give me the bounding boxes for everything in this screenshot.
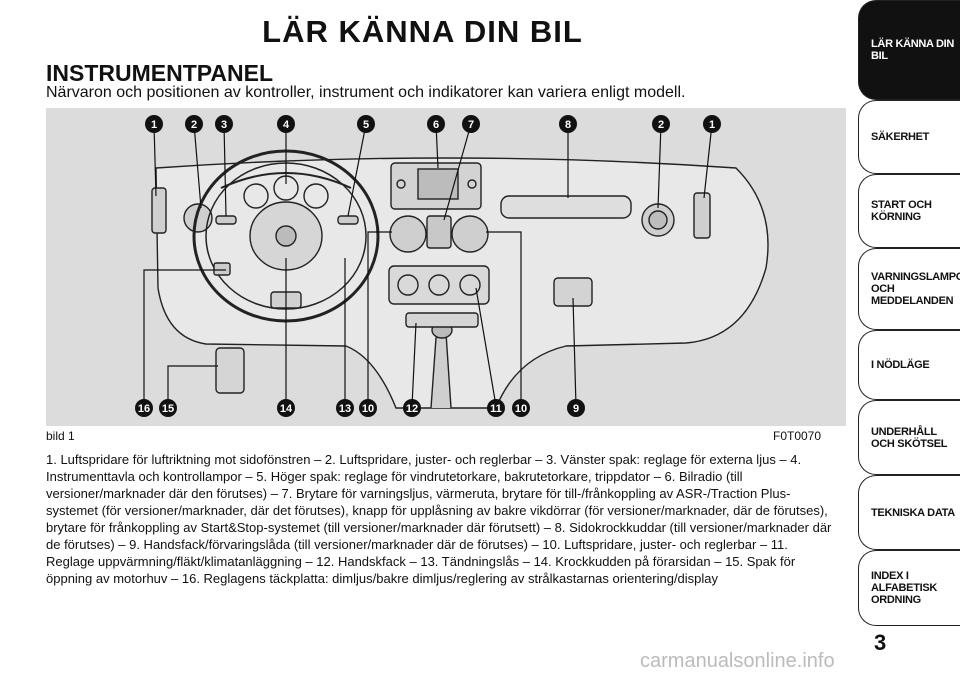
callout-6: 6 <box>427 115 445 133</box>
callout-8: 8 <box>559 115 577 133</box>
watermark: carmanualsonline.info <box>640 650 835 672</box>
svg-text:2: 2 <box>191 119 197 131</box>
page-number: 3 <box>874 630 887 655</box>
tab-underhall-och-skotsel[interactable]: UNDERHÅLL OCH SKÖTSEL <box>858 400 960 475</box>
callout-2-right: 2 <box>652 115 670 133</box>
svg-text:12: 12 <box>406 403 418 415</box>
svg-text:8: 8 <box>565 119 571 131</box>
svg-text:5: 5 <box>363 119 369 131</box>
tab-tekniska-data[interactable]: TEKNISKA DATA <box>858 475 960 550</box>
svg-text:9: 9 <box>573 403 579 415</box>
svg-text:4: 4 <box>283 119 290 131</box>
callout-9: 9 <box>567 399 585 417</box>
dashboard-figure: 1 2 3 4 5 6 7 8 2 1 16 15 14 13 10 12 11… <box>46 108 846 426</box>
chapter-sidebar: LÄR KÄNNA DIN BIL SÄKERHET START OCH KÖR… <box>858 0 960 678</box>
dashboard-illustration: 1 2 3 4 5 6 7 8 2 1 16 15 14 13 10 12 11… <box>135 115 769 417</box>
callout-2: 2 <box>185 115 203 133</box>
figure-caption: 1. Luftspridare för luftriktning mot sid… <box>46 451 836 587</box>
callout-16: 16 <box>135 399 153 417</box>
svg-text:10: 10 <box>362 403 374 415</box>
callout-12: 12 <box>403 399 421 417</box>
tab-i-nodlage[interactable]: I NÖDLÄGE <box>858 330 960 400</box>
callout-7: 7 <box>462 115 480 133</box>
tab-varningslampor[interactable]: VARNINGSLAMPOR OCH MEDDELANDEN <box>858 248 960 330</box>
figure-code: F0T0070 <box>773 429 822 443</box>
callout-1: 1 <box>145 115 163 133</box>
tab-start-och-korning[interactable]: START OCH KÖRNING <box>858 174 960 248</box>
tab-index[interactable]: INDEX I ALFABETISK ORDNING <box>858 550 960 626</box>
tab-sakerhet[interactable]: SÄKERHET <box>858 100 960 174</box>
tab-lar-kanna-din-bil[interactable]: LÄR KÄNNA DIN BIL <box>858 0 960 100</box>
chapter-title: LÄR KÄNNA DIN BIL <box>262 14 583 49</box>
callout-11: 11 <box>487 399 505 417</box>
svg-text:6: 6 <box>433 119 439 131</box>
caption-text: 1. Luftspridare för luftriktning mot sid… <box>46 452 832 586</box>
svg-text:15: 15 <box>162 403 174 415</box>
callout-10: 10 <box>359 399 377 417</box>
callout-15: 15 <box>159 399 177 417</box>
svg-text:13: 13 <box>339 403 351 415</box>
callout-5: 5 <box>357 115 375 133</box>
callout-10-right: 10 <box>512 399 530 417</box>
callout-1-right: 1 <box>703 115 721 133</box>
svg-text:7: 7 <box>468 119 474 131</box>
callout-14: 14 <box>277 399 295 417</box>
svg-text:1: 1 <box>151 119 157 131</box>
section-subtitle: Närvaron och positionen av kontroller, i… <box>46 84 686 101</box>
callout-13: 13 <box>336 399 354 417</box>
svg-text:11: 11 <box>490 403 502 415</box>
callouts-top: 1 2 3 4 5 6 7 8 2 1 <box>145 115 721 133</box>
svg-text:14: 14 <box>280 403 293 415</box>
callout-3: 3 <box>215 115 233 133</box>
section-title: INSTRUMENTPANEL <box>46 60 274 86</box>
figure-label: bild 1 <box>46 429 75 443</box>
svg-text:16: 16 <box>138 403 150 415</box>
svg-text:10: 10 <box>515 403 527 415</box>
svg-text:1: 1 <box>709 119 715 131</box>
callout-4: 4 <box>277 115 295 133</box>
svg-text:3: 3 <box>221 119 227 131</box>
svg-text:2: 2 <box>658 119 664 131</box>
callouts-bottom: 16 15 14 13 10 12 11 10 9 <box>135 399 585 417</box>
